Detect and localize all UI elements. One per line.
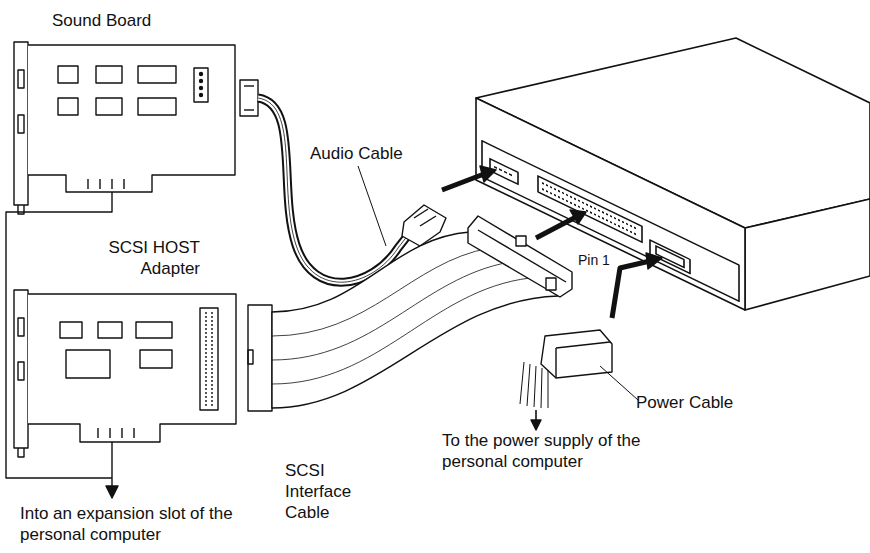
expansion-card: SCSI HOST Adapter xyxy=(8,235,276,447)
pin-label: Pin 1 xyxy=(578,250,638,271)
slot-pointer xyxy=(6,192,118,498)
part-label: Power Cable xyxy=(636,392,766,413)
sound-board-drawing xyxy=(14,42,258,214)
part-label: Into an expansion slot of the personal c… xyxy=(20,503,236,545)
expansion-card: Sound Board xyxy=(8,8,264,214)
card-heading: Sound Board xyxy=(52,10,212,31)
host-adapter-drawing xyxy=(14,290,272,457)
part-label: Audio Cable xyxy=(310,143,450,164)
scsi-ribbon-cable xyxy=(272,210,586,408)
card-heading: SCSI HOST Adapter xyxy=(88,237,200,279)
part-label: To the power supply of the personal comp… xyxy=(442,430,642,472)
part-label: SCSI Interface Cable xyxy=(285,460,365,523)
